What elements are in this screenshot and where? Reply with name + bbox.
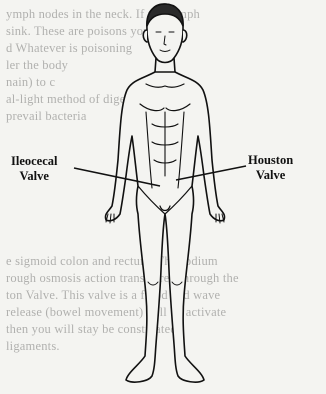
houston-label-line1: Houston xyxy=(248,153,293,168)
right-ear xyxy=(183,30,187,42)
left-ear xyxy=(143,30,147,42)
ileocecal-label-line1: Ileocecal xyxy=(11,154,58,169)
houston-valve-label: Houston Valve xyxy=(247,153,294,183)
ileocecal-label-line2: Valve xyxy=(11,169,58,184)
ileocecal-valve-label: Ileocecal Valve xyxy=(10,154,59,184)
houston-label-line2: Valve xyxy=(248,168,293,183)
